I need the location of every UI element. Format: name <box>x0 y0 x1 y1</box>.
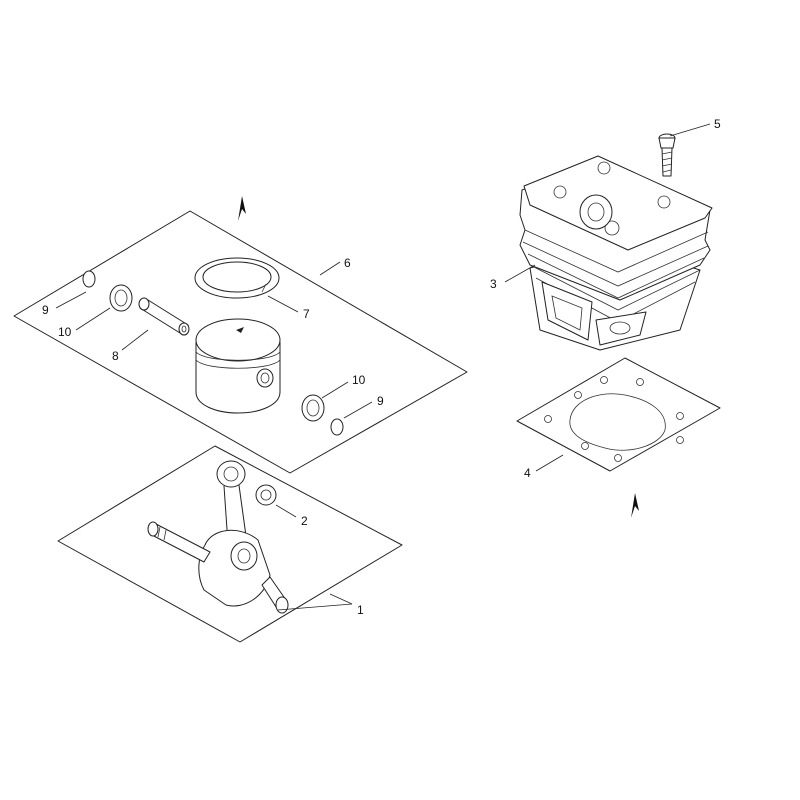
cylinder <box>519 155 713 351</box>
leader-lines <box>55 123 711 611</box>
connecting-rod <box>216 460 247 545</box>
callout-8: 8 <box>112 349 119 363</box>
crankshaft-group-panel <box>57 445 403 643</box>
crankshaft <box>147 521 289 614</box>
washer-left <box>109 284 133 312</box>
callout-3: 3 <box>490 277 497 291</box>
callouts: 1 2 3 4 5 6 7 8 9 10 10 9 <box>42 117 721 617</box>
needle-bearing <box>255 484 277 506</box>
callout-9-left: 9 <box>42 303 49 317</box>
callout-2: 2 <box>301 514 308 528</box>
callout-10-left: 10 <box>58 325 72 339</box>
callout-6: 6 <box>344 256 351 270</box>
callout-5: 5 <box>714 117 721 131</box>
piston-ring <box>194 257 280 299</box>
washer-right <box>301 394 325 422</box>
callout-1: 1 <box>357 603 364 617</box>
callout-7: 7 <box>303 307 310 321</box>
callout-10-right: 10 <box>352 373 366 387</box>
piston-group-panel <box>13 210 468 474</box>
screw <box>658 133 676 177</box>
up-arrow-icon <box>631 493 639 518</box>
piston-pin <box>138 297 190 336</box>
piston <box>195 318 281 414</box>
up-arrow-icon <box>238 196 246 221</box>
circlip-left <box>82 270 96 288</box>
gasket <box>516 357 721 472</box>
callout-4: 4 <box>524 466 531 480</box>
piston-group <box>13 210 468 474</box>
circlip-right <box>330 418 344 436</box>
callout-9-right: 9 <box>377 394 384 408</box>
crankshaft-group <box>57 445 403 643</box>
